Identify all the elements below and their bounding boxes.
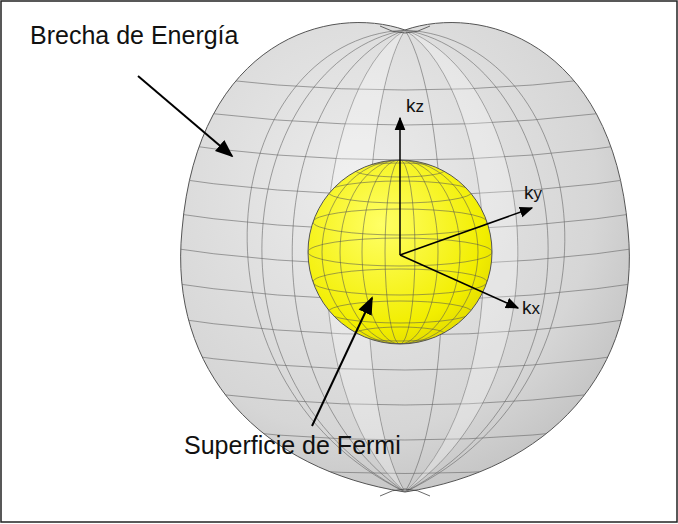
energy-gap-surface: [150, 23, 660, 496]
k-axes: [400, 118, 532, 308]
region-label: Superficie de Fermi: [184, 432, 401, 460]
axis-label: ky: [524, 183, 542, 204]
axis-label: kz: [406, 96, 424, 117]
region-label: Brecha de Energía: [30, 22, 238, 50]
leader-arrows: [138, 76, 372, 426]
axis-label: kx: [522, 298, 540, 319]
